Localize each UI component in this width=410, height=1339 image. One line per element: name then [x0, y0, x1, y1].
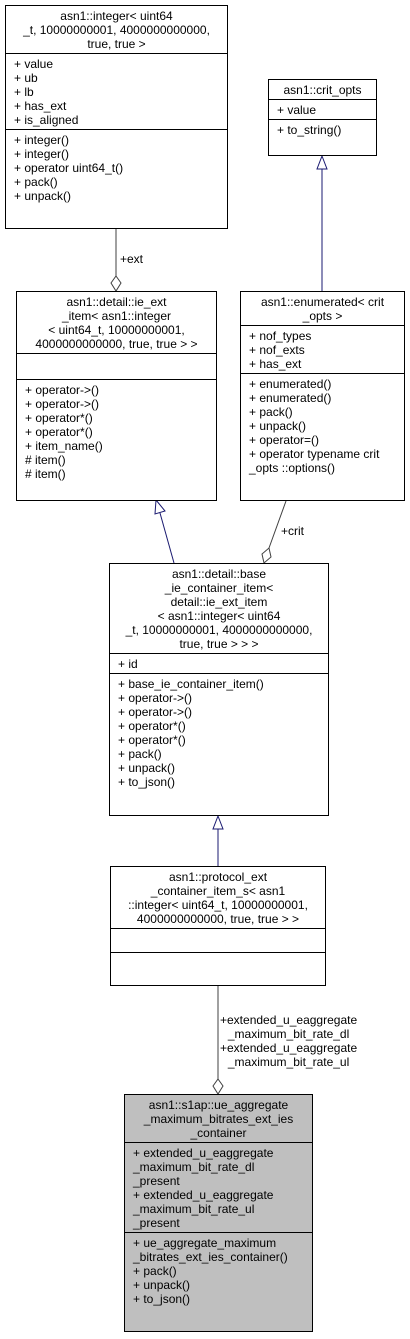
attribute: + has_ext [249, 357, 302, 371]
edge-label-ext: +ext [120, 252, 144, 266]
method: + operator*() [118, 733, 186, 747]
class-enumerated[interactable]: asn1::enumerated< crit _opts > + nof_typ… [240, 291, 405, 501]
method: + unpack() [118, 761, 176, 775]
class-title: asn1::crit_opts [283, 83, 362, 97]
method: + operator->() [118, 705, 193, 719]
attributes-section: + value [269, 99, 376, 119]
class-ue-aggregate-maximum-bitrates-ext-ies-container[interactable]: asn1::s1ap::ue_aggregate _maximum_bitrat… [124, 1094, 313, 1332]
members-aggregation-diamond [212, 1078, 224, 1095]
method: + operator->() [25, 383, 100, 397]
method: + pack() [118, 747, 162, 761]
attribute: + extended_u_eaggregate _maximum_bit_rat… [133, 1188, 274, 1230]
methods-section: + integer() + integer() + operator uint6… [6, 129, 227, 205]
attribute: + extended_u_eaggregate _maximum_bit_rat… [133, 1146, 274, 1188]
method: + ue_aggregate_maximum _bitrates_ext_ies… [133, 1236, 288, 1264]
attributes-section: + value + ub + lb + has_ext + is_aligned [6, 53, 227, 129]
method: + integer() [14, 133, 70, 147]
attribute: + has_ext [14, 99, 67, 113]
class-ie-ext-item[interactable]: asn1::detail::ie_ext _item< asn1::intege… [16, 291, 217, 501]
method: + pack() [14, 175, 58, 189]
class-title: asn1::s1ap::ue_aggregate _maximum_bitrat… [143, 1098, 294, 1140]
method: + operator*() [25, 411, 93, 425]
attribute: + lb [14, 85, 34, 99]
attribute: + value [277, 103, 317, 117]
crit-aggregation-edge [268, 500, 287, 549]
attributes-section: + extended_u_eaggregate _maximum_bit_rat… [125, 1142, 312, 1232]
edge-label-members: +extended_u_eaggregate _maximum_bit_rate… [220, 1013, 358, 1069]
crit-opts-inheritance-arrow [316, 154, 328, 170]
attributes-section [17, 353, 216, 379]
method: + unpack() [14, 189, 72, 203]
attribute: + value [14, 57, 54, 71]
methods-section [111, 952, 325, 976]
method: + unpack() [133, 1278, 191, 1292]
class-title: asn1::protocol_ext _container_item_s< as… [128, 870, 308, 926]
attribute: + nof_types [249, 329, 312, 343]
method: + to_json() [118, 775, 176, 789]
method: + integer() [14, 147, 70, 161]
class-base-ie-container-item[interactable]: asn1::detail::base _ie_container_item< d… [109, 563, 329, 816]
method: + operator*() [25, 425, 93, 439]
attributes-section: + nof_types + nof_exts + has_ext [241, 325, 404, 373]
method: + operator=() [249, 433, 320, 447]
class-title: asn1::detail::ie_ext _item< asn1::intege… [35, 295, 198, 351]
method: + pack() [133, 1264, 177, 1278]
ext-aggregation-diamond [110, 275, 122, 292]
class-integer[interactable]: asn1::integer< uint64 _t, 10000000001, 4… [5, 5, 228, 229]
edge-label-crit: +crit [281, 524, 305, 538]
method: + operator typename crit _opts ::options… [249, 447, 380, 475]
methods-section: + base_ie_container_item() + operator->(… [110, 673, 328, 791]
method: + operator uint64_t() [14, 161, 124, 175]
method: + operator->() [118, 691, 193, 705]
method: + to_json() [133, 1292, 191, 1306]
method: + unpack() [249, 419, 307, 433]
attributes-section [111, 928, 325, 952]
method: # item() [25, 453, 66, 467]
method: + enumerated() [249, 391, 332, 405]
crit-aggregation-diamond [261, 547, 272, 564]
methods-section: + enumerated() + enumerated() + pack() +… [241, 373, 404, 477]
ie-ext-item-inheritance-arrow [154, 498, 166, 515]
method: + pack() [249, 405, 293, 419]
class-title: asn1::detail::base _ie_container_item< d… [125, 567, 313, 651]
class-title: asn1::enumerated< crit _opts > [260, 295, 385, 323]
methods-section: + ue_aggregate_maximum _bitrates_ext_ies… [125, 1232, 312, 1308]
methods-section: + to_string() [269, 119, 376, 139]
method: # item() [25, 467, 66, 481]
base-container-inheritance-arrow [212, 814, 224, 830]
attribute: + id [118, 657, 138, 671]
method: + operator*() [118, 719, 186, 733]
method: + base_ie_container_item() [118, 677, 264, 691]
attribute: + ub [14, 71, 38, 85]
method: + to_string() [277, 123, 342, 137]
method: + item_name() [25, 439, 103, 453]
ie-ext-item-inheritance-edge [159, 512, 175, 564]
class-crit-opts[interactable]: asn1::crit_opts + value + to_string() [268, 79, 377, 156]
attribute: + is_aligned [14, 113, 79, 127]
attribute: + nof_exts [249, 343, 305, 357]
method: + enumerated() [249, 377, 332, 391]
class-protocol-ext-container-item[interactable]: asn1::protocol_ext _container_item_s< as… [110, 866, 326, 986]
class-title: asn1::integer< uint64 _t, 10000000001, 4… [23, 9, 210, 51]
methods-section: + operator->() + operator->() + operator… [17, 379, 216, 483]
method: + operator->() [25, 397, 100, 411]
attributes-section: + id [110, 653, 328, 673]
